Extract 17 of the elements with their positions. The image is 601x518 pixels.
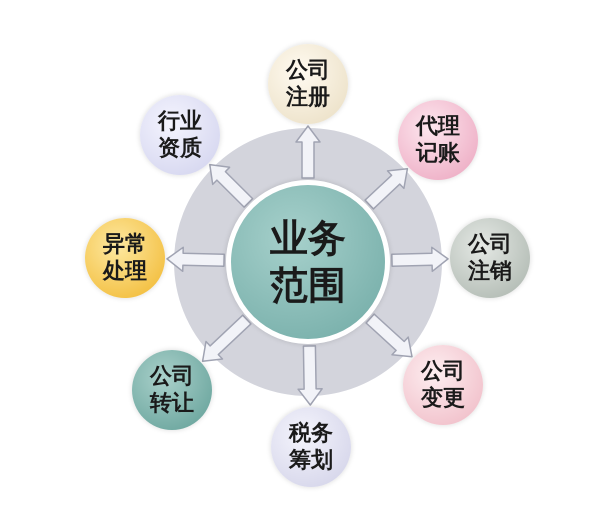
arrow [202, 314, 252, 362]
topic-label: 业务范围 [269, 214, 347, 309]
arrow [364, 168, 408, 210]
topic-label: 异常处理 [102, 230, 148, 286]
topic-label: 公司注销 [467, 230, 513, 286]
topic-label: 公司变更 [420, 358, 466, 412]
arrow [295, 125, 321, 179]
topic-label: 税务筹划 [288, 420, 334, 474]
arrow [365, 313, 413, 358]
topic-label: 代理记账 [415, 112, 461, 168]
arrow [209, 164, 254, 208]
arrow [297, 345, 323, 406]
arrow [166, 246, 225, 272]
topic-label: 行业资质 [157, 108, 203, 162]
topic-label: 公司注册 [285, 56, 331, 112]
arrow [391, 246, 449, 272]
topic-label: 公司转让 [149, 362, 195, 418]
